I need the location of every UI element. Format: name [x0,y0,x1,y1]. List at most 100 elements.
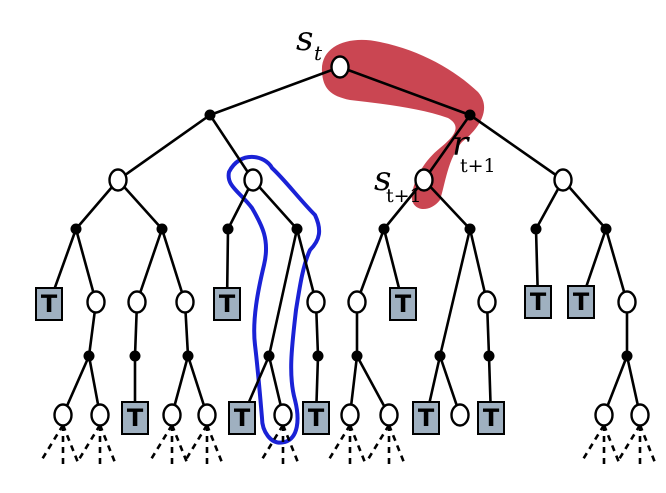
terminal-label: T [127,404,144,432]
terminal-label: T [308,404,325,432]
terminal-label: T [234,404,251,432]
action-node-a7 [378,223,390,235]
state-node-l1d [553,168,573,192]
action-node-a17 [434,350,446,362]
terminal-box [567,285,595,319]
action-node-a1 [204,109,216,121]
continuation-edge-s5c-0 [148,424,174,462]
terminal-box [213,287,241,321]
action-node-a12 [129,350,141,362]
terminal-label: T [41,290,58,318]
edge-a4-s3c [160,227,187,304]
state-node-s3b [127,290,147,314]
state-node-s3c [175,290,195,314]
state-node-s5k [450,403,470,427]
terminal-label: T [573,288,590,316]
continuation-edge-s5d-2 [205,424,225,466]
state-node-l1c [414,168,434,192]
edge-l1a-a4 [116,178,164,231]
state-node-l1a [108,168,128,192]
continuation-edge-s5n-2 [638,424,658,466]
continuation-edge-s5b-2 [98,424,118,466]
continuation-edge-s5a-0 [39,424,65,462]
terminal-node-t10: T [477,401,505,435]
action-node-a5 [222,223,234,235]
edge-a2-l1c [422,113,472,182]
action-node-a14 [263,350,275,362]
terminal-node-t4: T [524,285,552,319]
terminal-box [121,401,149,435]
action-node-a9 [530,223,542,235]
state-node-l1b [243,168,263,192]
state-node-s3h [617,290,637,314]
action-node-a10 [600,223,612,235]
continuation-edge-s5b-0 [76,424,102,462]
edge-l1a-a3 [74,178,120,231]
action-node-a16 [351,350,363,362]
terminal-label: T [395,290,412,318]
terminal-node-t6: T [121,401,149,435]
action-node-a4 [156,223,168,235]
terminal-label: T [483,404,500,432]
terminal-label: T [219,290,236,318]
state-node-s5h [340,403,360,427]
state-node-s5d [197,403,217,427]
state-node-s5c [162,403,182,427]
continuation-edge-s5h-0 [326,424,352,462]
terminal-node-t7: T [228,401,256,435]
terminal-node-t5: T [567,285,595,319]
state-node-s3e [306,290,326,314]
state-node-s3a [86,290,106,314]
state-node-s5b [90,403,110,427]
edge-a16-s5i [355,354,391,417]
action-node-a11 [83,350,95,362]
terminal-node-t3: T [389,287,417,321]
terminal-box [35,287,63,321]
edge-root-a1 [208,65,342,117]
edge-a6-a14 [267,227,299,358]
edge-l1c-a8 [422,178,472,231]
continuation-edge-s5f-0 [259,424,285,462]
action-node-a15 [312,350,324,362]
state-node-s5n [630,403,650,427]
edge-a8-s3g [468,227,489,304]
continuation-edge-s5a-2 [61,424,81,466]
terminal-label: T [418,404,435,432]
terminal-box [389,287,417,321]
state-t-label: s [296,19,313,59]
reward-label: r [452,124,470,164]
terminal-box [412,401,440,435]
terminal-box [228,401,256,435]
action-node-a2 [464,109,476,121]
continuation-edge-s5f-2 [281,424,301,466]
edge-a4-s3b [135,227,164,304]
reward-subscript: t+1 [460,155,496,177]
continuation-edge-s5m-0 [580,424,606,462]
edge-root-a2 [338,65,472,117]
one-step-backup-highlight [321,39,485,210]
action-node-a8 [464,223,476,235]
terminal-node-t9: T [412,401,440,435]
continuation-edge-s5i-2 [387,424,407,466]
state-node-s3g [477,290,497,314]
edge-a3-s3a [74,227,98,304]
state-node-root [330,55,350,79]
state-t1-label: s [374,159,391,199]
action-node-a3 [70,223,82,235]
state-node-s5m [594,403,614,427]
edge-a10-s3h [604,227,629,304]
terminal-node-t8: T [302,401,330,435]
continuation-edge-s5i-0 [365,424,391,462]
state-t1-subscript: t+1 [386,185,422,207]
sample-path-highlight [226,154,322,445]
state-node-s5i [379,403,399,427]
state-node-s3f [347,290,367,314]
edge-a1-l1b [208,113,255,182]
edge-a1-l1a [116,113,212,182]
continuation-edge-s5n-0 [616,424,642,462]
state-node-s5f [273,403,293,427]
terminal-box [477,401,505,435]
edge-a8-a17 [438,227,472,358]
